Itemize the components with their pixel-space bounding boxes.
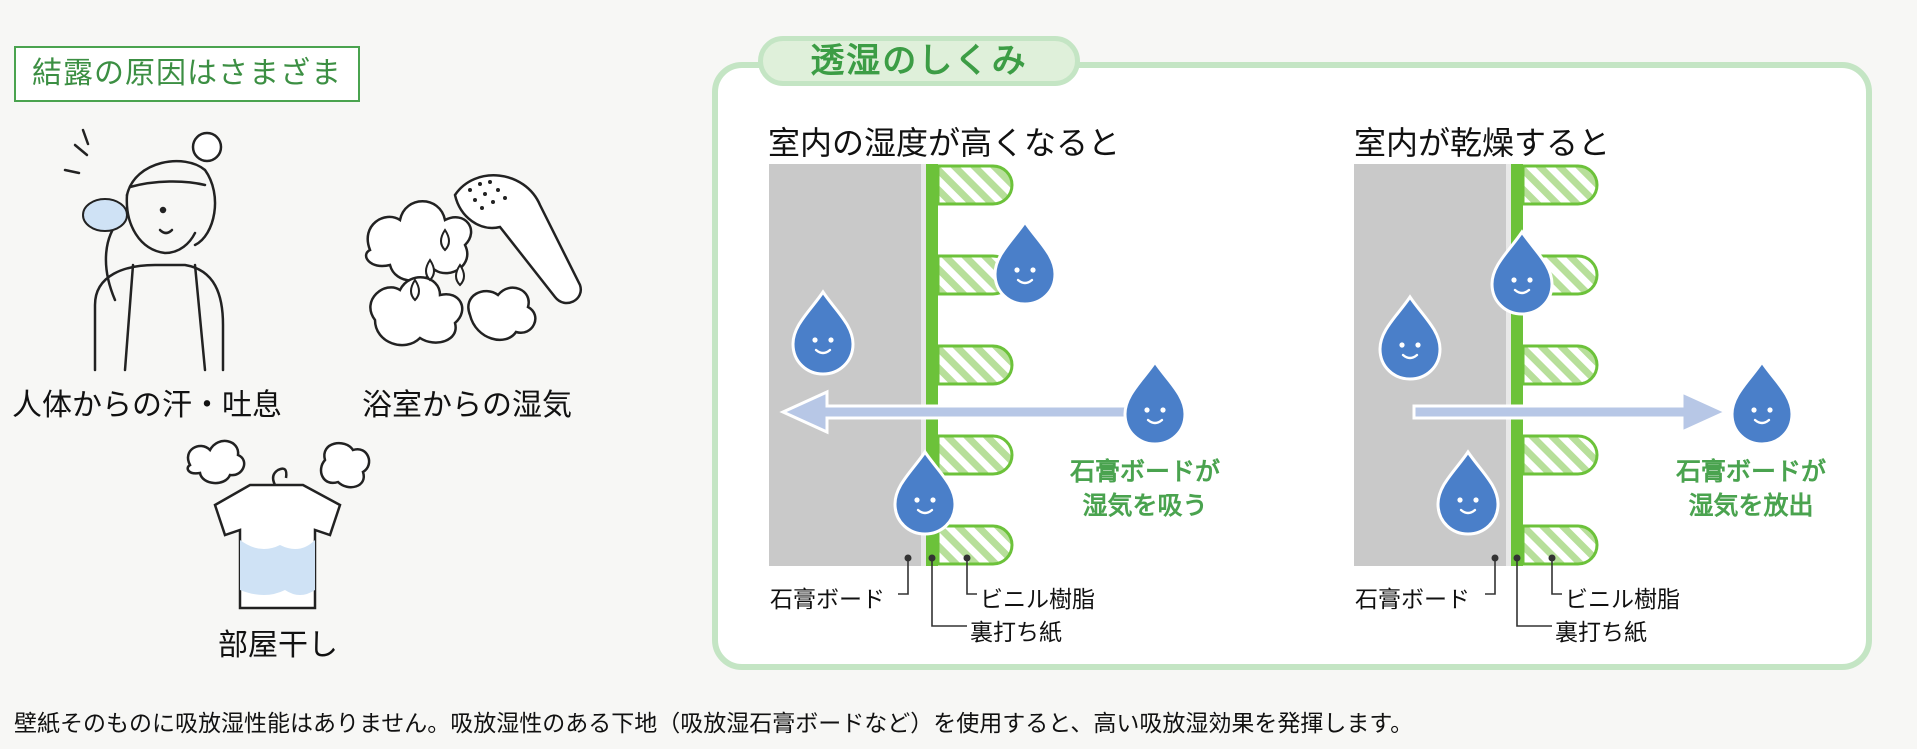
humid-action-label: 石膏ボードが 湿気を吸う xyxy=(1070,457,1221,520)
drop-icon xyxy=(1123,360,1187,446)
cause-label-laundry: 部屋干し xyxy=(218,628,338,663)
dry-action-label: 石膏ボードが 湿気を放出 xyxy=(1676,457,1827,520)
absorb-arrow xyxy=(779,389,1135,435)
backing-paper-layer xyxy=(1506,164,1511,566)
dry-wall-diagram xyxy=(1354,164,1794,627)
cause-label-bathroom: 浴室からの湿気 xyxy=(362,388,572,423)
label-backing-paper: 裏打ち紙 xyxy=(1555,620,1647,646)
label-vinyl-resin: ビニル樹脂 xyxy=(1565,587,1680,613)
backing-paper-layer xyxy=(921,164,926,566)
drop-icon xyxy=(993,220,1057,306)
causes-heading: 結露の原因はさまざま xyxy=(14,46,360,102)
vinyl-fins xyxy=(1521,164,1599,566)
vinyl-layer xyxy=(1511,164,1523,566)
footer-note: 壁紙そのものに吸放湿性能はありません。吸放湿性のある下地（吸放湿石膏ボードなど）… xyxy=(14,711,1414,737)
drying-shirt-icon xyxy=(186,439,371,610)
release-arrow xyxy=(1412,389,1730,435)
humid-wall-diagram xyxy=(769,164,1187,627)
label-backing-paper: 裏打ち紙 xyxy=(970,620,1062,646)
mechanism-heading: 透湿のしくみ xyxy=(758,36,1080,86)
drop-icon xyxy=(1730,360,1794,446)
label-vinyl-resin: ビニル樹脂 xyxy=(980,587,1095,613)
cause-label-body: 人体からの汗・吐息 xyxy=(12,388,282,423)
label-gypsum-board: 石膏ボード xyxy=(770,587,885,613)
label-gypsum-board: 石膏ボード xyxy=(1355,587,1470,613)
dry-title: 室内が乾燥すると xyxy=(1354,124,1611,162)
person-sweating-icon xyxy=(63,128,225,372)
shower-icon xyxy=(364,174,583,347)
humid-title: 室内の湿度が高くなると xyxy=(768,124,1121,162)
